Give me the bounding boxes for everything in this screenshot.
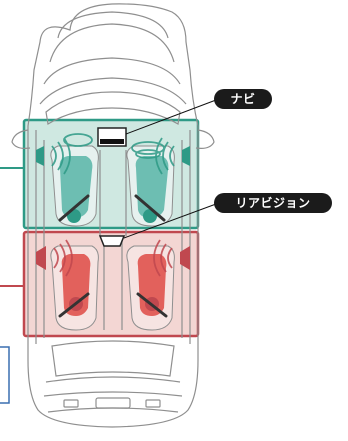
side-box	[0, 346, 10, 404]
navi-monitor	[97, 127, 127, 147]
rear-vision-monitor	[98, 235, 126, 247]
sound-wave-icon	[51, 133, 175, 175]
navi-label: ナビ	[214, 89, 272, 109]
speaker-icon	[36, 246, 190, 270]
sound-wave-icon	[53, 239, 173, 277]
rear-vision-leader	[123, 203, 217, 239]
navi-leader	[125, 99, 217, 135]
car-body	[11, 3, 215, 428]
speaker-icon	[36, 146, 190, 166]
front-seat-left	[50, 145, 99, 227]
rear-vision-label: リアビジョン	[214, 193, 332, 213]
